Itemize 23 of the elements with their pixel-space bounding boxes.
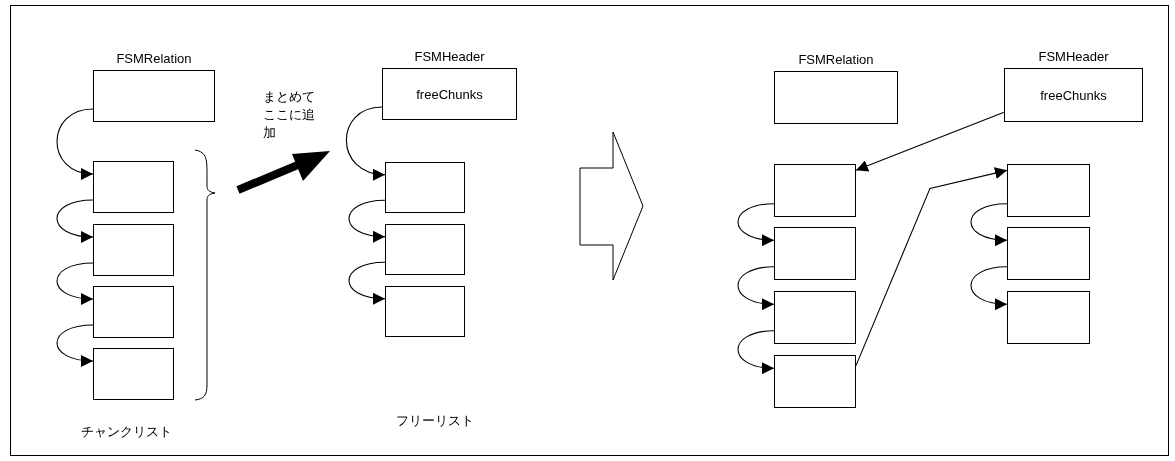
arrow: [970, 203, 1008, 246]
arrow: [348, 199, 386, 242]
caption-text: チャンクリスト: [81, 423, 172, 441]
arrow: [345, 106, 386, 180]
arrow: [855, 111, 1005, 172]
caption-text: フリーリスト: [396, 412, 474, 430]
struct-name: FSMRelation: [798, 52, 874, 67]
arrow: [737, 203, 775, 246]
arrow: [56, 199, 94, 243]
struct-name: FSMHeader: [1038, 49, 1109, 64]
caption-text: まとめてここに追加: [263, 88, 316, 142]
arrow: [56, 262, 94, 305]
arrow: [737, 266, 775, 310]
arrow: [56, 324, 94, 367]
arrow: [855, 167, 1008, 367]
field-name: freeChunks: [416, 86, 483, 102]
arrow: [56, 108, 94, 179]
arrow: [970, 266, 1008, 310]
arrow: [348, 261, 386, 304]
struct-name: FSMRelation: [116, 51, 192, 66]
struct-name: FSMHeader: [414, 49, 485, 64]
arrow: [737, 330, 775, 374]
field-name: freeChunks: [1040, 87, 1107, 103]
